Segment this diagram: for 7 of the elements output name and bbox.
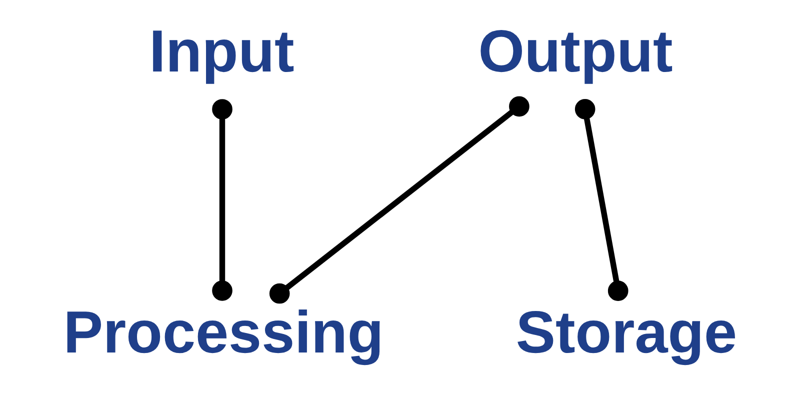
connector [574, 98, 628, 301]
node-text: Storage [515, 298, 737, 366]
connector [212, 99, 232, 301]
node-text: Processing [62, 298, 384, 366]
node-text: Output [478, 18, 672, 85]
node-text: Input [148, 18, 294, 85]
connector [268, 96, 529, 304]
